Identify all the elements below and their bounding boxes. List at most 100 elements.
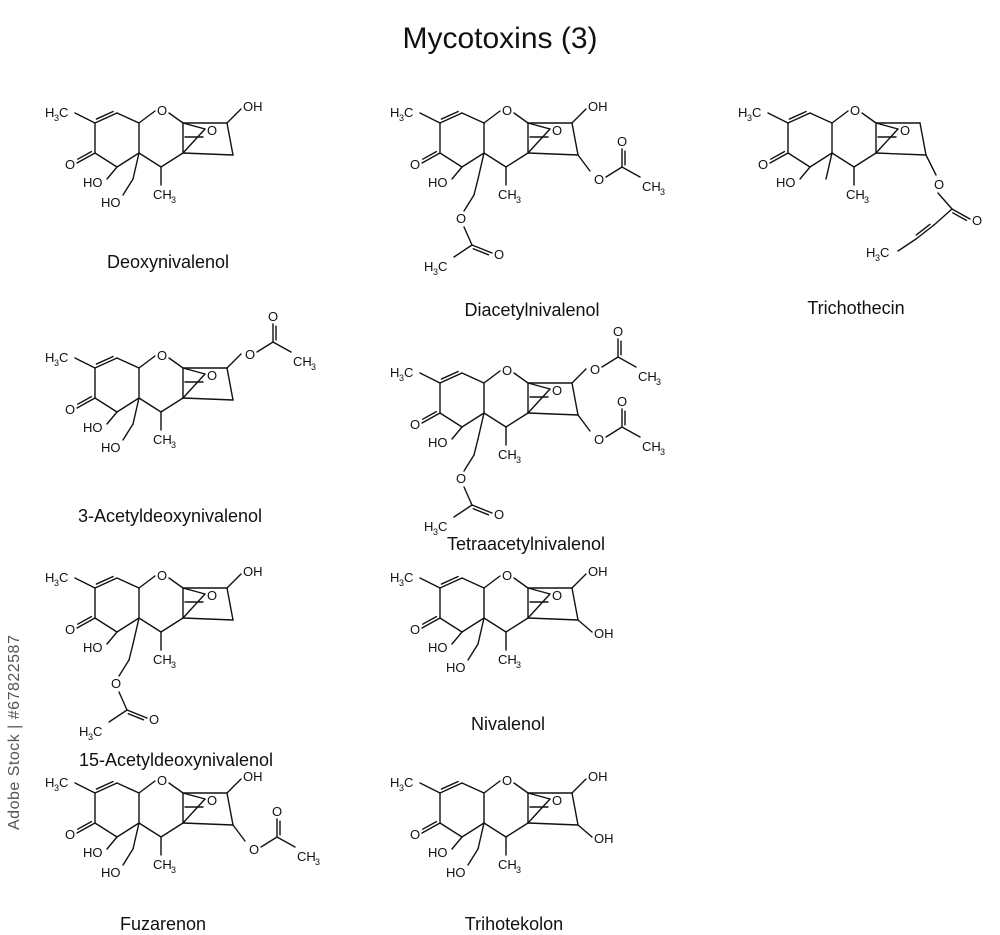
hydroxyl-label: HO xyxy=(428,845,448,860)
bond xyxy=(571,573,587,589)
ester-oxygen: O xyxy=(590,362,600,377)
bond xyxy=(451,836,463,850)
bond xyxy=(122,178,134,196)
hydroxyl-label: HO xyxy=(101,440,121,455)
ring-oxygen: O xyxy=(502,773,512,788)
bond xyxy=(471,244,493,254)
bond xyxy=(617,356,637,368)
bond xyxy=(419,782,441,794)
bond xyxy=(260,836,278,848)
double-bond xyxy=(915,223,931,236)
bond xyxy=(483,412,507,428)
bond xyxy=(182,152,234,156)
double-bond xyxy=(440,780,459,790)
subscript: 3 xyxy=(171,660,176,670)
bond xyxy=(571,778,587,794)
bond xyxy=(419,577,441,589)
ester-oxygen: O xyxy=(934,177,944,192)
bond xyxy=(182,128,206,154)
ring-oxygen: O xyxy=(157,773,167,788)
bond xyxy=(182,587,206,595)
bond xyxy=(483,370,501,384)
subscript: 3 xyxy=(516,195,521,205)
carbonyl-oxygen: O xyxy=(268,309,278,324)
bond xyxy=(76,822,96,834)
methyl-label: CH xyxy=(153,857,172,872)
bond xyxy=(571,792,579,826)
subscript: 3 xyxy=(660,187,665,197)
double-bond xyxy=(770,150,786,160)
bond xyxy=(915,224,935,240)
double-bond xyxy=(422,410,438,420)
bond xyxy=(527,122,551,130)
subscript: 3 xyxy=(171,195,176,205)
bond xyxy=(571,382,579,416)
double-bond xyxy=(77,820,93,830)
subscript: 3 xyxy=(399,373,404,383)
bond xyxy=(527,388,551,414)
bond xyxy=(108,709,128,723)
bond xyxy=(601,356,619,368)
bond xyxy=(463,226,473,246)
bond xyxy=(116,152,140,168)
bond xyxy=(419,372,441,384)
bond xyxy=(122,848,134,866)
acetyl-methyl: CH xyxy=(297,849,316,864)
methyl-label: CH xyxy=(153,652,172,667)
bond xyxy=(463,454,475,472)
subscript: 3 xyxy=(864,195,869,205)
double-bond xyxy=(472,248,490,256)
bond xyxy=(461,372,485,384)
bond xyxy=(919,122,927,156)
bond xyxy=(461,577,485,589)
bond xyxy=(276,836,296,848)
methyl-label: H xyxy=(45,350,54,365)
double-bond xyxy=(127,713,145,721)
compound-name: Tetraacetylnivalenol xyxy=(446,534,606,554)
subscript: 3 xyxy=(399,578,404,588)
bond xyxy=(825,152,833,180)
bond xyxy=(473,178,479,196)
keto-oxygen: O xyxy=(65,157,75,172)
atom-label: C xyxy=(59,775,68,790)
bond xyxy=(226,353,242,369)
double-bond xyxy=(95,575,114,585)
bond xyxy=(875,152,927,156)
bond xyxy=(577,619,593,633)
bond xyxy=(527,412,579,416)
bond xyxy=(527,822,579,826)
double-bond xyxy=(77,395,93,405)
double-bond xyxy=(95,355,114,365)
bond xyxy=(605,166,623,178)
atom-label: C xyxy=(404,775,413,790)
bond xyxy=(421,822,441,834)
bond xyxy=(473,438,479,456)
carbonyl-oxygen: O xyxy=(617,394,627,409)
bond xyxy=(467,848,479,866)
bond xyxy=(527,587,551,595)
methyl-label: CH xyxy=(153,187,172,202)
bond xyxy=(577,154,591,172)
bond xyxy=(272,341,292,353)
bond xyxy=(118,659,130,677)
bond xyxy=(933,208,953,226)
bond xyxy=(527,152,579,156)
subscript: 3 xyxy=(433,527,438,537)
bond xyxy=(94,822,118,838)
keto-oxygen: O xyxy=(410,417,420,432)
bond xyxy=(160,152,184,168)
hydroxyl-label: HO xyxy=(101,865,121,880)
bond xyxy=(527,798,551,824)
bond xyxy=(94,577,118,589)
bond xyxy=(875,128,899,154)
atom-label: C xyxy=(404,105,413,120)
keto-oxygen: O xyxy=(65,402,75,417)
bond xyxy=(571,122,579,156)
bond xyxy=(505,822,529,838)
ester-oxygen: O xyxy=(456,471,466,486)
bond xyxy=(571,108,587,124)
ester-oxygen: O xyxy=(594,172,604,187)
